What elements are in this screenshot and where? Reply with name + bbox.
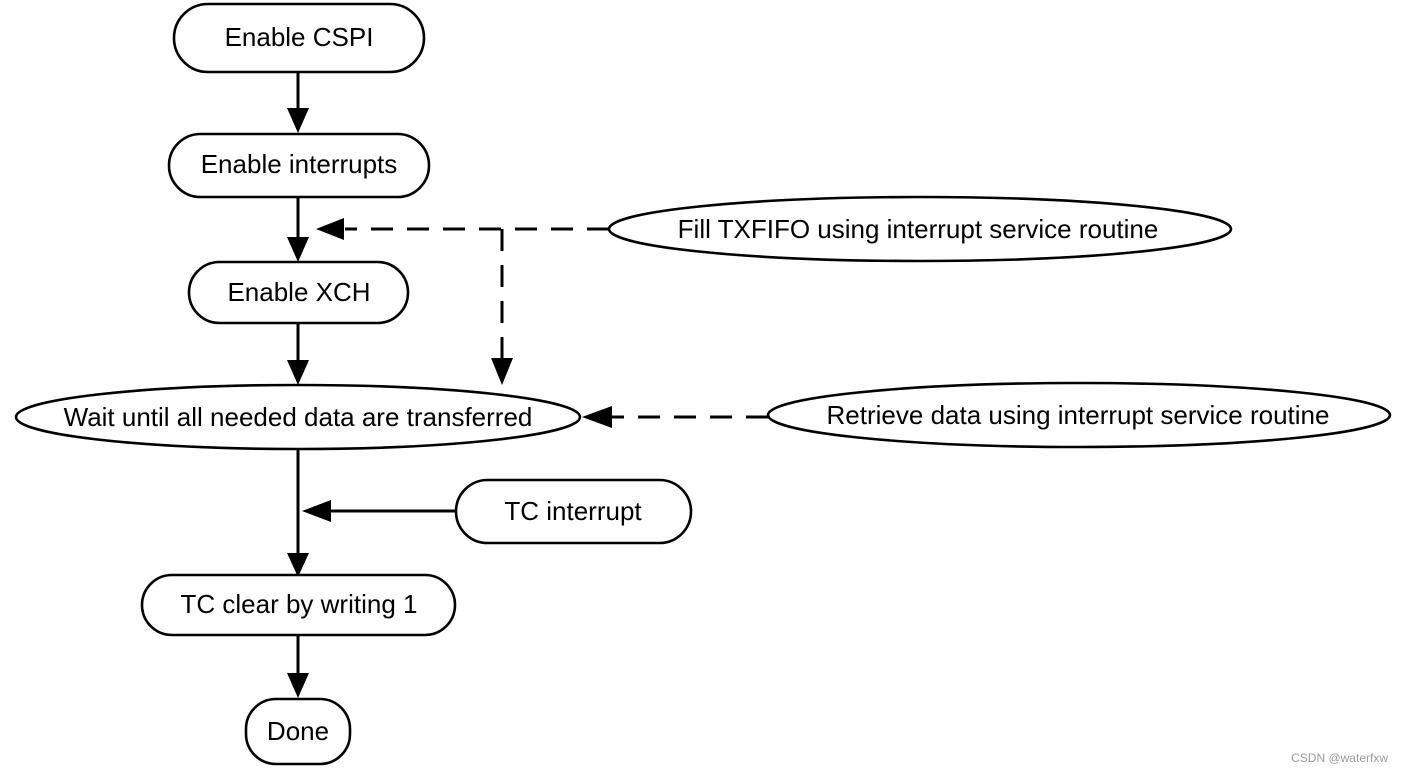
node-enable-cspi-shape <box>172 2 426 74</box>
arrowhead-retrieve-data <box>582 406 612 428</box>
node-tc-interrupt-shape <box>454 478 693 545</box>
node-fill-txfifo: Fill TXFIFO using interrupt service rout… <box>607 195 1233 263</box>
node-retrieve-data: Retrieve data using interrupt service ro… <box>766 381 1392 449</box>
arrowhead-tc-clear <box>287 553 309 577</box>
arrowhead-fill-txfifo-left <box>316 218 344 240</box>
arrowhead-wait <box>287 360 309 385</box>
arrowhead-fill-txfifo-down <box>491 358 513 385</box>
node-done-shape <box>244 697 352 766</box>
watermark-text: CSDN @waterfxw <box>1291 751 1388 765</box>
arrowhead-done <box>287 673 309 698</box>
node-done: Done <box>244 697 352 766</box>
node-wait-transfer-label: Wait until all needed data are transferr… <box>64 402 533 432</box>
node-wait-transfer-shape <box>14 383 582 451</box>
node-tc-clear-label: TC clear by writing 1 <box>181 589 418 619</box>
node-enable-xch-shape <box>187 260 410 325</box>
arrowhead-enable-xch <box>287 237 309 262</box>
node-tc-interrupt-label: TC interrupt <box>504 496 642 526</box>
node-enable-cspi: Enable CSPI <box>172 2 426 74</box>
node-tc-interrupt: TC interrupt <box>454 478 693 545</box>
node-enable-interrupts-label: Enable interrupts <box>201 149 398 179</box>
node-enable-interrupts-shape <box>167 132 431 199</box>
node-fill-txfifo-shape <box>607 195 1233 263</box>
node-enable-xch: Enable XCH <box>187 260 410 325</box>
nodes: Enable CSPI Enable interrupts Fill TXFIF… <box>14 2 1392 766</box>
node-tc-clear: TC clear by writing 1 <box>140 573 457 637</box>
node-enable-cspi-label: Enable CSPI <box>225 22 374 52</box>
node-done-label: Done <box>267 716 329 746</box>
arrowhead-tc-interrupt <box>302 500 331 522</box>
node-enable-xch-label: Enable XCH <box>227 277 370 307</box>
edges <box>287 72 768 698</box>
arrowhead-enable-interrupts <box>287 108 309 133</box>
node-retrieve-data-label: Retrieve data using interrupt service ro… <box>827 400 1330 430</box>
node-enable-interrupts: Enable interrupts <box>167 132 431 199</box>
node-wait-transfer: Wait until all needed data are transferr… <box>14 383 582 451</box>
node-retrieve-data-shape <box>766 381 1392 449</box>
node-tc-clear-shape <box>140 573 457 637</box>
node-fill-txfifo-label: Fill TXFIFO using interrupt service rout… <box>678 214 1159 244</box>
